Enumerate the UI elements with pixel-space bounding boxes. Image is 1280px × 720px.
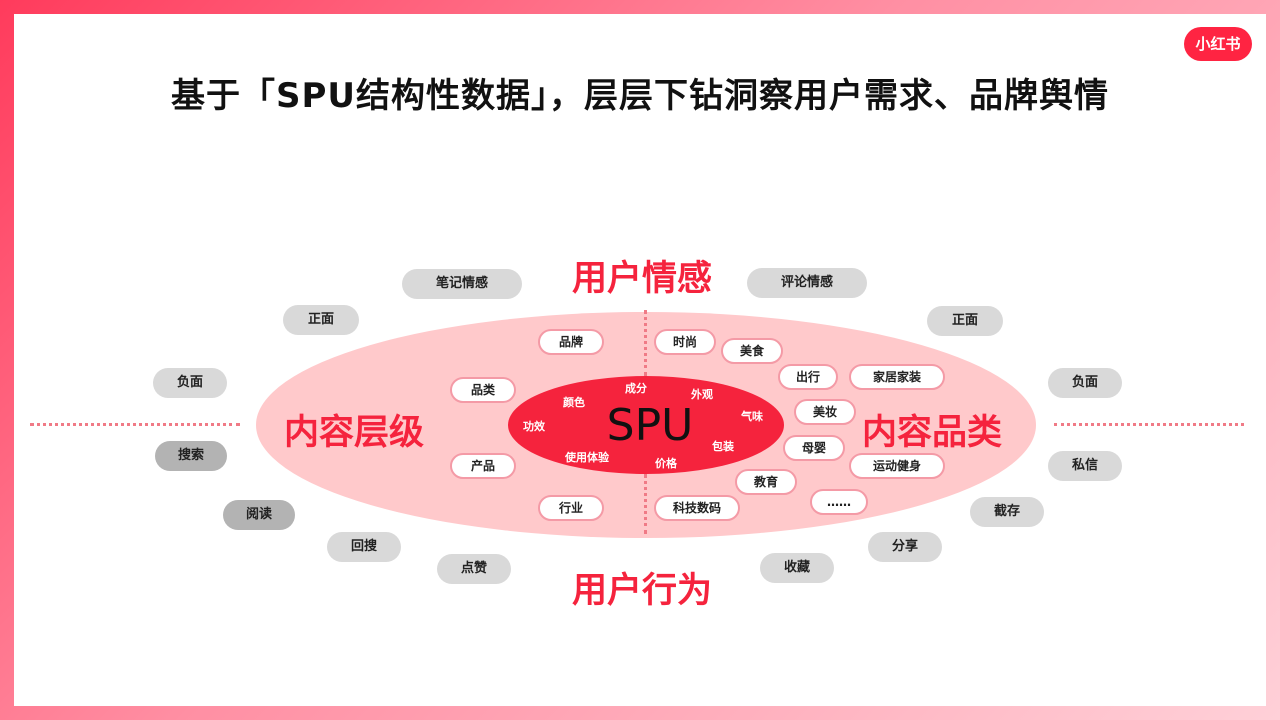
category-tag-education: 教育 [735,469,797,495]
category-tag-home: 家居家装 [849,364,945,390]
category-tag-tech: 科技数码 [654,495,740,521]
inner-ellipse [508,376,784,474]
category-tag-travel: 出行 [778,364,838,390]
inner-tag-efficacy: 功效 [523,420,545,433]
inner-tag-ingredient: 成分 [625,382,647,395]
spu-center-label: SPU [606,400,694,451]
axis-label-emotion: 用户情感 [572,259,713,299]
top-dotted-line [644,310,647,376]
level-tag-brand: 品牌 [538,329,604,355]
emotion-tag-left-negative: 负面 [153,368,227,398]
behavior-tag-search: 搜索 [155,441,227,471]
behavior-tag-collect: 收藏 [760,553,834,583]
inner-tag-color: 颜色 [563,396,585,409]
right-dotted-line [1054,423,1244,426]
category-tag-fitness: 运动健身 [849,453,945,479]
category-tag-more: …… [810,489,868,515]
behavior-tag-message: 私信 [1048,451,1122,481]
axis-label-category: 内容品类 [862,413,1003,453]
level-tag-category: 品类 [450,377,516,403]
inner-tag-scent: 气味 [741,410,763,423]
inner-tag-experience: 使用体验 [565,451,609,464]
axis-label-level: 内容层级 [284,413,425,453]
inner-tag-price: 价格 [655,457,677,470]
emotion-tag-right-negative: 负面 [1048,368,1122,398]
left-dotted-line [30,423,240,426]
behavior-tag-like: 点赞 [437,554,511,584]
behavior-tag-screenshot: 截存 [970,497,1044,527]
behavior-tag-read: 阅读 [223,500,295,530]
level-tag-industry: 行业 [538,495,604,521]
xiaohongshu-logo: 小红书 [1184,27,1252,61]
bottom-dotted-line [644,474,647,534]
emotion-tag-note: 笔记情感 [402,269,522,299]
category-tag-food: 美食 [721,338,783,364]
category-tag-fashion: 时尚 [654,329,716,355]
behavior-tag-research: 回搜 [327,532,401,562]
emotion-tag-comment: 评论情感 [747,268,867,298]
axis-label-behavior: 用户行为 [572,571,713,611]
emotion-tag-left-positive: 正面 [283,305,359,335]
inner-tag-appearance: 外观 [691,388,713,401]
page-title: 基于「SPU结构性数据」，层层下钻洞察用户需求、品牌舆情 [170,76,1109,116]
behavior-tag-share: 分享 [868,532,942,562]
inner-tag-packaging: 包装 [712,440,734,453]
category-tag-beauty: 美妆 [794,399,856,425]
emotion-tag-right-positive: 正面 [927,306,1003,336]
level-tag-product: 产品 [450,453,516,479]
category-tag-maternal: 母婴 [783,435,845,461]
